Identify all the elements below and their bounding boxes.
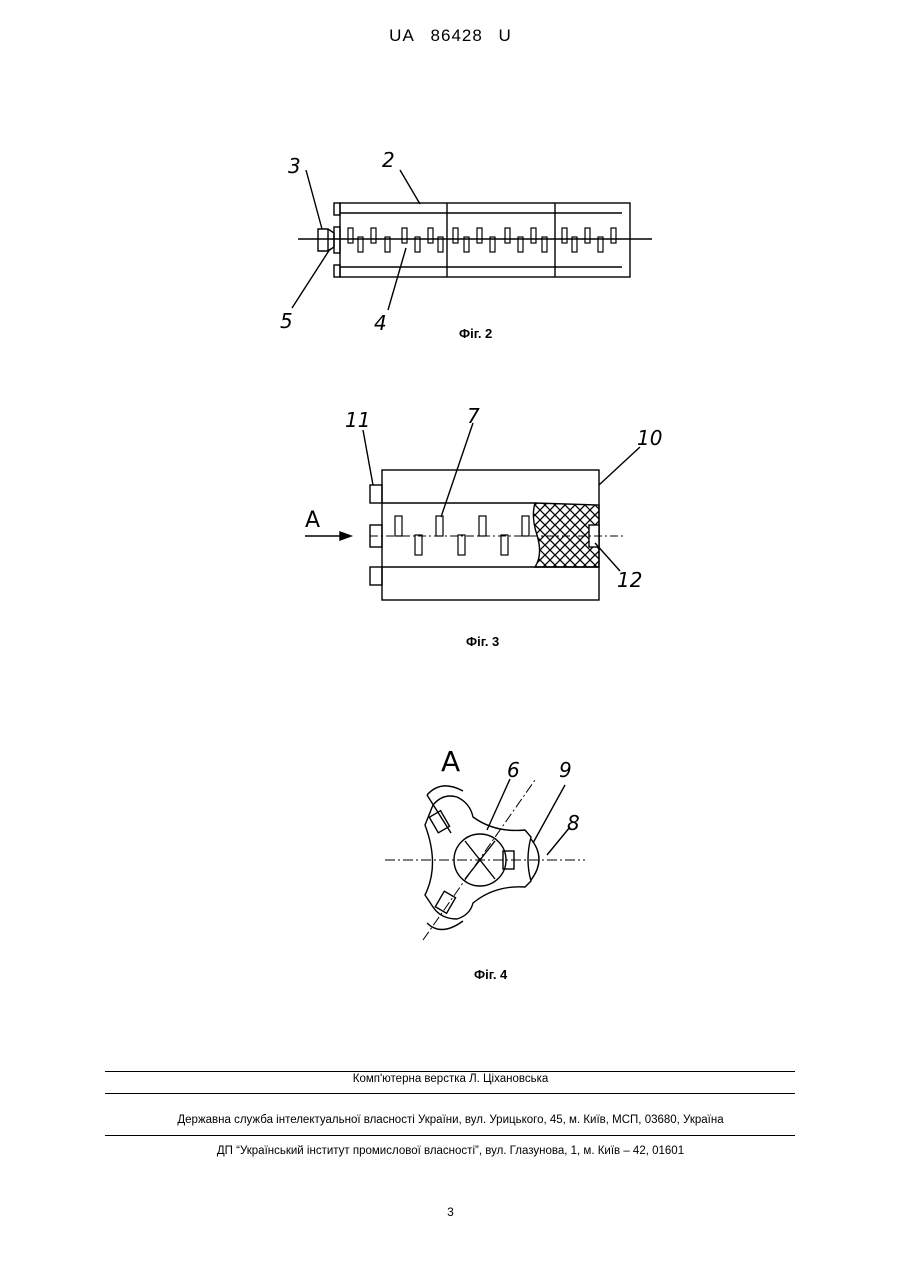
service-address: Державна служба інтелектуальної власност… [0,1114,901,1126]
fig2-label-3: 3 [288,154,301,178]
patent-number: 86428 [431,26,483,45]
patent-kind: U [499,26,512,45]
country-code: UA [389,26,415,45]
fig3-label-12: 12 [617,568,642,592]
fig3-label-7: 7 [467,405,480,428]
figure-3-caption: Фіг. 3 [466,634,499,649]
fig2-label-5: 5 [280,309,293,333]
fig2-label-4: 4 [374,311,387,335]
fig3-label-11: 11 [345,408,370,432]
page-number: 3 [0,1205,901,1219]
figure-4-drawing: A 6 9 8 [375,735,595,950]
fig4-label-9: 9 [559,758,572,782]
figure-2-caption: Фіг. 2 [459,326,492,341]
patent-header: UA 86428 U [0,26,901,46]
fig4-label-a: A [441,745,460,778]
fig3-label-a: A [305,508,320,533]
figure-3-drawing: 11 7 10 A 12 [295,405,715,610]
fig4-label-8: 8 [567,811,580,835]
footer-divider-2 [105,1135,795,1136]
fig4-label-6: 6 [507,758,520,782]
footer-divider-top [105,1071,795,1072]
institute-address: ДП “Український інститут промислової вла… [0,1145,901,1157]
layout-credit: Комп'ютерна верстка Л. Ціхановська [0,1073,901,1085]
fig2-label-2: 2 [382,148,395,172]
fig3-label-10: 10 [637,426,662,450]
footer-divider-1 [105,1093,795,1094]
figure-4-caption: Фіг. 4 [474,967,507,982]
figure-2-drawing: 3 2 5 4 [270,140,670,340]
